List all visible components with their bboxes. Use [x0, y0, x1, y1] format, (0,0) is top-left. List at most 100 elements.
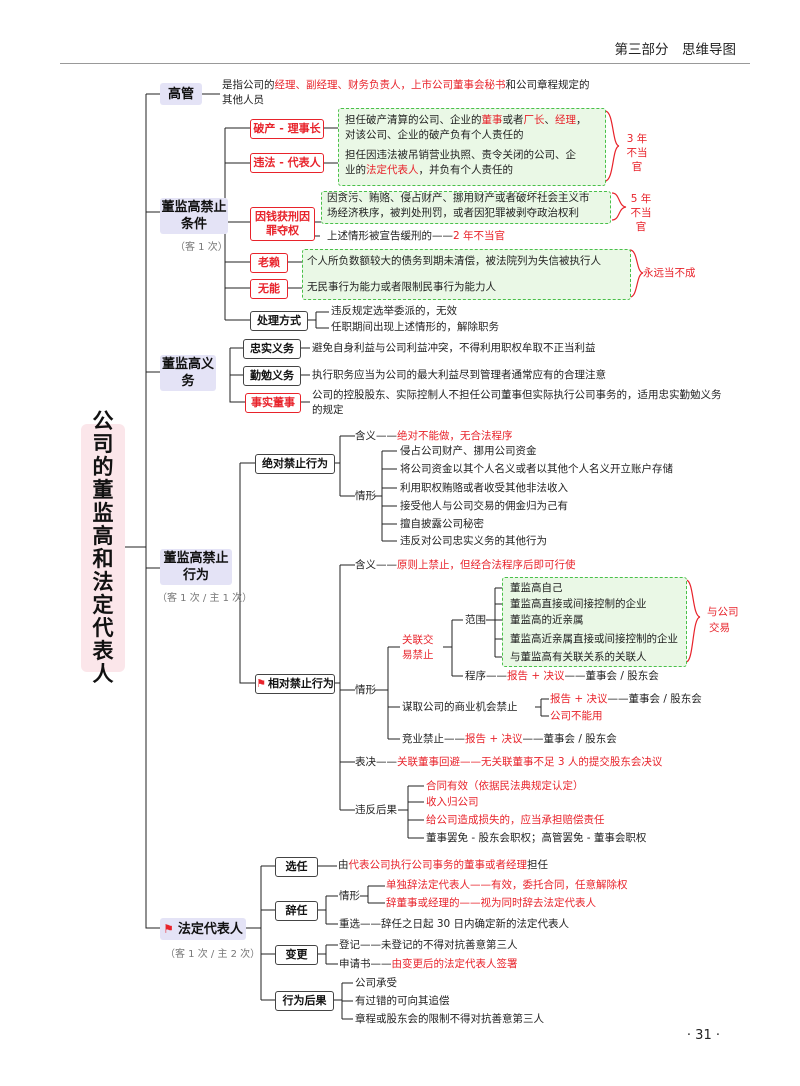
node-qinmian: 勤勉义务: [243, 366, 301, 386]
fanwei-label: 范围: [465, 614, 486, 626]
node-zhongshi: 忠实义务: [243, 339, 301, 359]
fanwei-item: 董监高直接或间接控制的企业: [510, 598, 647, 610]
node-laolai: 老赖: [250, 253, 288, 273]
ciren-item-1: 单独辞法定代表人——有效，委托合同，任意解除权: [386, 879, 628, 891]
note-forever: 永远当不成: [643, 267, 696, 279]
node-yiwu: 董监高义务: [160, 355, 216, 391]
fanwei-item: 董监高自己: [510, 582, 563, 594]
green-group-3yr: [338, 108, 606, 186]
text: 由: [338, 859, 349, 871]
text: 表决——: [355, 756, 397, 768]
biaojue: 表决——关联董事回避——无关联董事不足 3 人的提交股东会决议: [355, 755, 662, 770]
zhongshi-desc: 避免自身利益与公司利益冲突，不得利用职权牟取不正当利益: [312, 342, 596, 354]
page-number: · 31 ·: [686, 1028, 720, 1043]
text: 上述情形被宣告缓刑的——: [327, 230, 453, 242]
header-divider: [60, 63, 750, 64]
biangeng-shenqing: 申请书——由变更后的法定代表人签署: [339, 957, 518, 972]
text: ，并负有个人责任的: [418, 164, 514, 176]
node-fading: ⚑法定代表人: [160, 918, 246, 940]
text: ——董事会 / 股东会: [607, 693, 702, 705]
side-note-2: 交易: [709, 622, 730, 634]
node-chuli: 处理方式: [250, 311, 308, 331]
fanwei-item: 董监高的近亲属: [510, 614, 584, 626]
qinmian-desc: 执行职务应当为公司的最大利益尽到管理者通常应有的合理注意: [312, 369, 606, 381]
houguo-item: 合同有效（依据民法典规定认定）: [426, 780, 584, 792]
text-red: 报告 + 决议: [550, 693, 608, 705]
node-yinqian: 因钱获刑因罪夺权: [250, 207, 315, 241]
text-red: 董事: [481, 114, 503, 126]
note-5yr: 5 年不当官: [630, 193, 652, 233]
juedui-item: 接受他人与公司交易的佣金归为己有: [400, 500, 568, 512]
text-red: 报告 + 决议: [465, 733, 523, 745]
text: 、: [544, 114, 556, 126]
node-shishi: 事实董事: [245, 393, 301, 413]
node-juedui: 绝对禁止行为: [255, 454, 335, 474]
text-red: 经理、副经理、财务负责人，上市公司董事会秘书: [274, 79, 506, 91]
text: 竞业禁止——: [402, 733, 465, 745]
shishi-desc-1: 公司的控股股东、实际控制人不担任公司董事但实际执行公司事务的，适用忠实勤勉义务: [312, 389, 722, 401]
laolai-desc: 个人所负数额较大的债务到期未清偿，被法院列为失信被执行人: [307, 255, 601, 267]
juedui-item: 擅自披露公司秘密: [400, 518, 484, 530]
text-red: 经理: [555, 114, 576, 126]
guanlian-label-1: 关联交: [402, 634, 434, 646]
text-red: 报告 + 决议: [507, 670, 565, 682]
page-header: 第三部分 思维导图: [614, 42, 737, 58]
juedui-item: 将公司资金以其个人名义或者以其他个人名义开立账户存储: [400, 463, 673, 475]
houguo-item: 给公司造成损失的，应当承担赔偿责任: [426, 814, 605, 826]
text: 是指公司的: [222, 79, 275, 91]
text-red: 厂长: [523, 114, 545, 126]
text-red: 2 年不当官: [453, 230, 506, 242]
note-3yr: 3 年不当官: [626, 133, 648, 173]
mouqu-item-1: 报告 + 决议——董事会 / 股东会: [550, 692, 702, 707]
root-title: 公司的董监高和法定代表人: [81, 410, 125, 686]
biangeng-dengji: 登记——未登记的不得对抗善意第三人: [339, 939, 518, 951]
text: 和公司章程规定的: [505, 79, 590, 91]
wuneng-desc: 无民事行为能力或者限制民事行为能力人: [307, 281, 496, 293]
juedui-qingxing: 情形: [355, 490, 376, 502]
text: 业的: [345, 164, 366, 176]
flag-icon: ⚑: [163, 921, 174, 936]
yinqian-desc-3: 上述情形被宣告缓刑的——2 年不当官: [327, 229, 505, 244]
node-xiangdui: ⚑相对禁止行为: [255, 674, 335, 694]
weifa-desc-2: 业的法定代表人，并负有个人责任的: [345, 163, 513, 178]
guanlian-label-2: 易禁止: [402, 649, 434, 661]
text-red: 原则上禁止，但经合法程序后即可行使: [397, 559, 576, 571]
fading-houguo-item: 公司承受: [355, 977, 397, 989]
yinqian-desc-2: 场经济秩序，被判处刑罚，或者因犯罪被剥夺政治权利: [327, 207, 579, 219]
xiangdui-hanyi: 含义——原则上禁止，但经合法程序后即可行使: [355, 558, 576, 573]
text: 或者: [502, 114, 524, 126]
ciren-qingxing: 情形: [339, 890, 360, 902]
green-group-fanwei: [502, 577, 687, 667]
pochan-desc-2: 对该公司、企业的破产负有个人责任的: [345, 129, 524, 141]
text: 含义——: [355, 559, 397, 571]
juedui-item: 侵占公司财产、挪用公司资金: [400, 445, 537, 457]
node-jinzhi-xingwei: 董监高禁止行为: [160, 549, 232, 585]
text-red: 代表公司执行公司事务的董事或者经理: [348, 859, 528, 871]
node-pochan: 破产 - 理事长: [250, 119, 324, 139]
text-red: 由变更后的法定代表人签署: [391, 958, 518, 970]
label: 相对禁止行为: [267, 677, 334, 690]
text: ——董事会 / 股东会: [564, 670, 659, 682]
yinqian-desc-1: 因贪污、贿赂、侵占财产、挪用财产或者破坏社会主义市: [327, 192, 590, 204]
fanwei-item: 董监高近亲属直接或间接控制的企业: [510, 633, 678, 645]
juedui-item: 利用职权贿赂或者收受其他非法收入: [400, 482, 568, 494]
text: 程序——: [465, 670, 507, 682]
node-fading-houguo: 行为后果: [275, 991, 334, 1011]
text-red: 绝对不能做，无合法程序: [397, 430, 513, 442]
node-xuanren: 选任: [275, 857, 318, 877]
text: 申请书——: [339, 958, 392, 970]
flag-icon: ⚑: [256, 677, 266, 690]
pochan-desc-1: 担任破产清算的公司、企业的董事或者厂长、经理，: [345, 113, 587, 128]
juedui-item: 违反对公司忠实义务的其他行为: [400, 535, 547, 547]
chuli-item-1: 违反规定选举委派的，无效: [331, 305, 457, 317]
node-gaoguan: 高管: [160, 83, 202, 105]
xuanren-desc: 由代表公司执行公司事务的董事或者经理担任: [338, 858, 548, 873]
houguo-label: 违反后果: [355, 804, 397, 816]
chengxu: 程序——报告 + 决议——董事会 / 股东会: [465, 669, 659, 684]
node-jinzhi-tiaojian: 董监高禁止条件: [160, 198, 228, 234]
jingye: 竞业禁止——报告 + 决议——董事会 / 股东会: [402, 732, 617, 747]
node-biangeng: 变更: [275, 945, 318, 965]
node-wuneng: 无能: [250, 279, 288, 299]
exam-note: （客 1 次 / 主 2 次）: [165, 949, 261, 960]
node-weifa: 违法 - 代表人: [250, 153, 324, 173]
